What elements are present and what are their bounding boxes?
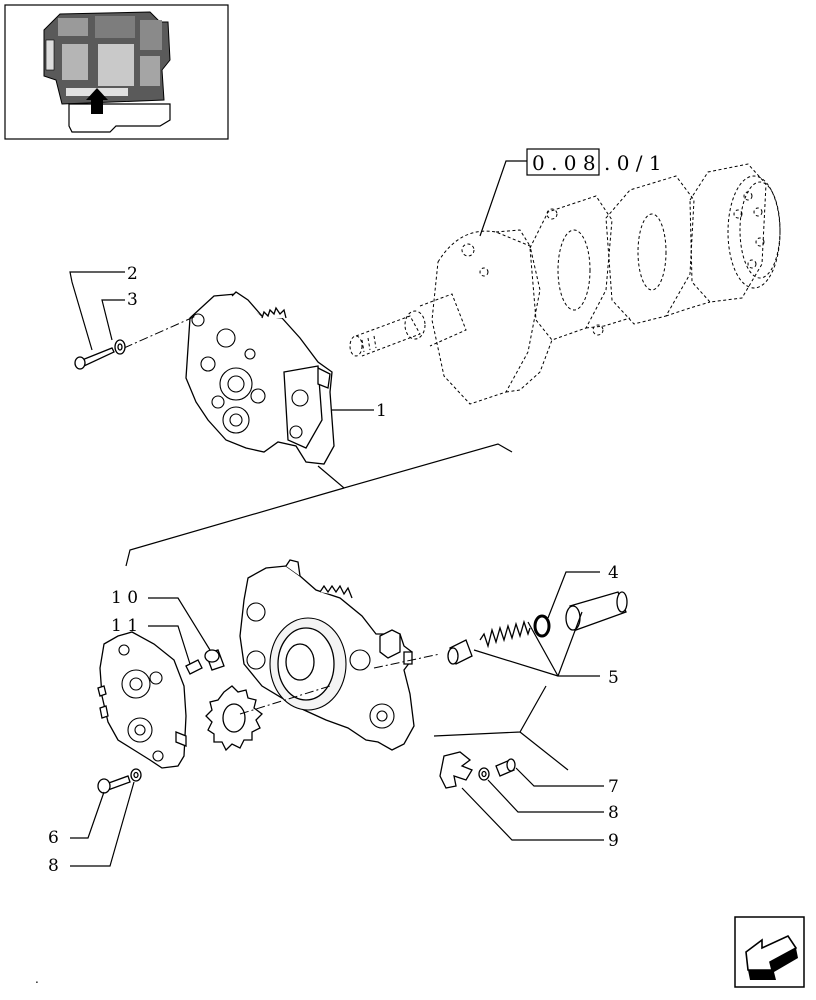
pump-cover-plate[interactable] <box>97 631 187 769</box>
callout-3: 3 <box>127 290 138 310</box>
retaining-fork-9[interactable] <box>439 751 473 789</box>
callout-6: 6 <box>48 828 59 848</box>
callout-8-upper: 8 <box>608 803 619 823</box>
washer-3[interactable] <box>114 339 126 355</box>
footer-mark: . <box>35 972 39 986</box>
engine-location-thumbnail-icon[interactable] <box>4 4 229 140</box>
reference-code[interactable]: 0 . 0 8 . 0 / 1 <box>526 148 662 176</box>
callout-10: 1 0 <box>111 588 138 608</box>
washer-8-lower[interactable] <box>130 768 142 782</box>
valve-plunger[interactable] <box>447 639 473 665</box>
callout-9: 9 <box>608 831 619 851</box>
washer-8-upper[interactable] <box>478 767 490 781</box>
previous-page-arrow-icon[interactable] <box>734 916 805 988</box>
crankshaft-ghost <box>349 163 781 405</box>
inner-rotor-gear[interactable] <box>205 685 331 752</box>
callout-7: 7 <box>608 777 619 797</box>
relief-spring[interactable] <box>479 619 531 649</box>
reference-code-suffix: . 0 / 1 <box>604 151 662 175</box>
reference-code-boxed: 0 . 0 8 <box>532 151 596 175</box>
pin-7[interactable] <box>495 758 516 777</box>
callout-2: 2 <box>127 264 138 284</box>
oil-pump-body[interactable] <box>239 559 415 751</box>
oil-pump-assembly[interactable] <box>185 291 335 465</box>
callout-8-lower: 8 <box>48 856 59 876</box>
valve-sleeve-5[interactable] <box>565 591 628 631</box>
callout-1: 1 <box>376 401 387 421</box>
plug-10[interactable] <box>204 649 225 671</box>
bolt-6[interactable] <box>97 775 131 794</box>
callout-4: 4 <box>608 563 619 583</box>
callout-5: 5 <box>608 668 619 688</box>
callout-11: 1 1 <box>111 616 138 636</box>
pin-11[interactable] <box>185 659 203 675</box>
o-ring-4[interactable] <box>533 614 551 638</box>
bolt-2[interactable] <box>74 347 115 370</box>
